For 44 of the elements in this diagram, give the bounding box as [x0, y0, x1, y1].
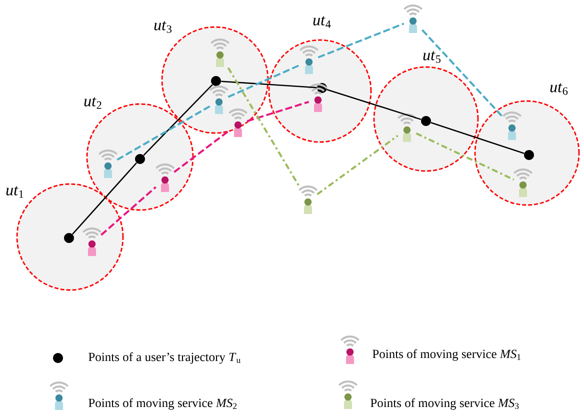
- circle-label: ut$_{1}$: [6, 186, 24, 198]
- service-point-icon: [398, 114, 416, 142]
- circle-label: ut$_{6}$: [550, 83, 568, 95]
- trajectory-point: [211, 76, 221, 86]
- service-path: [174, 130, 230, 173]
- service-point-icon: [156, 164, 174, 192]
- service-point-icon: [98, 150, 118, 178]
- service-path: [421, 29, 504, 118]
- trajectory-point: [524, 150, 534, 160]
- trajectory-line: [221, 80, 317, 88]
- service-path: [416, 132, 514, 181]
- circle-label: ut$_{2}$: [84, 97, 102, 109]
- trajectory-point: [421, 116, 431, 126]
- service-path: [227, 67, 301, 188]
- trajectory-line: [143, 84, 213, 156]
- legend-text: Points of moving service MS$_{1}$: [372, 349, 520, 361]
- service-path: [316, 134, 398, 196]
- service-path: [100, 186, 156, 236]
- circle-label: ut$_{5}$: [423, 51, 440, 63]
- service-point-icon: [404, 4, 422, 33]
- trajectory-point: [135, 154, 145, 164]
- trajectory-line: [72, 162, 137, 235]
- legend-text: Points of moving service MS$_{3}$: [370, 398, 519, 410]
- service-point-icon: [210, 38, 230, 67]
- service-point-icon: [210, 86, 228, 114]
- service-path: [246, 100, 310, 122]
- trajectory-line: [326, 88, 422, 120]
- service-point-icon: [300, 46, 318, 74]
- trajectory-point: [317, 83, 327, 93]
- legend-text: Points of moving service MS$_{2}$: [88, 398, 237, 410]
- service-point-icon: [298, 186, 318, 214]
- service-point-icon: [514, 168, 532, 197]
- service-point-icon: [308, 84, 328, 112]
- service-path: [116, 105, 210, 161]
- circle-label: ut$_{3}$: [154, 21, 172, 33]
- service-path: [318, 22, 404, 58]
- service-point-icon: [502, 112, 522, 140]
- legend-text: Points of a user’s trajectory T$_{u}$: [88, 352, 240, 364]
- service-point-icon: [228, 108, 248, 137]
- service-path: [228, 64, 300, 98]
- trajectory-line: [430, 122, 524, 154]
- service-point-icon: [82, 228, 102, 256]
- circle-label: ut$_{4}$: [313, 16, 331, 28]
- trajectory-point: [64, 233, 74, 243]
